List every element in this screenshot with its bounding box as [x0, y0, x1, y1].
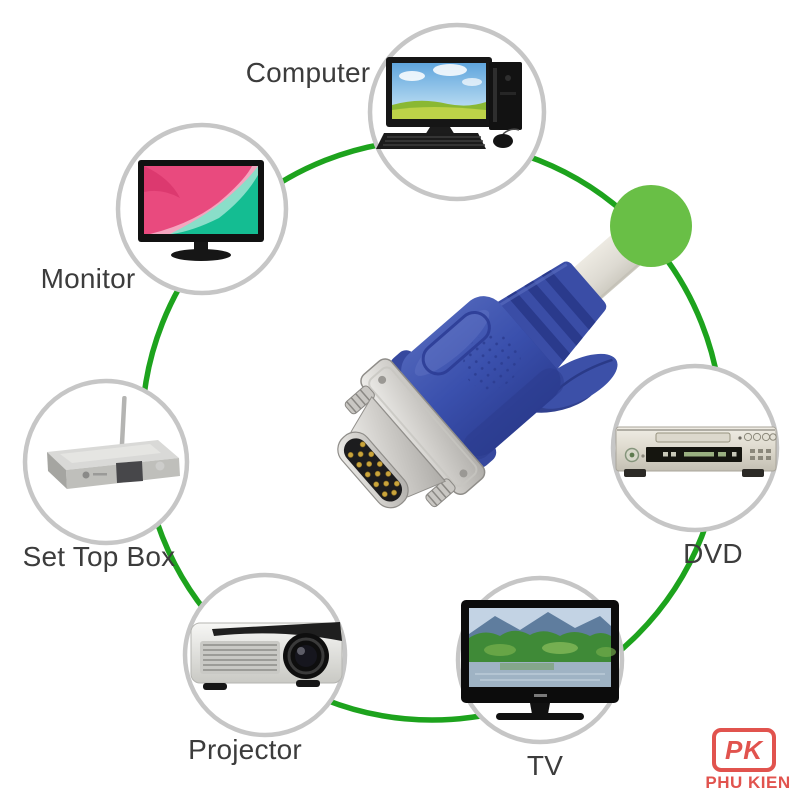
tv-icon — [461, 600, 619, 720]
green-dot — [610, 185, 692, 267]
label-set-top-box: Set Top Box — [22, 541, 176, 572]
label-dvd: DVD — [683, 538, 743, 569]
label-monitor: Monitor — [40, 263, 136, 294]
desktop-computer-icon — [376, 57, 522, 149]
label-projector: Projector — [188, 734, 302, 765]
brand-logo: PK PHU KIEN — [698, 726, 798, 798]
brand-logo-name: PHU KIEN — [705, 773, 791, 792]
brand-logo-initials: PK — [712, 728, 776, 772]
label-tv: TV — [526, 750, 564, 781]
connector-thumbscrew-top — [344, 385, 375, 415]
monitor-icon — [138, 160, 264, 261]
dsub-pins — [347, 441, 400, 498]
connector-thumbscrew-bottom — [425, 478, 456, 508]
dvd-player-icon — [615, 426, 777, 477]
projector-icon — [190, 622, 343, 690]
set-top-box-icon — [47, 396, 180, 489]
label-computer: Computer — [245, 57, 371, 88]
